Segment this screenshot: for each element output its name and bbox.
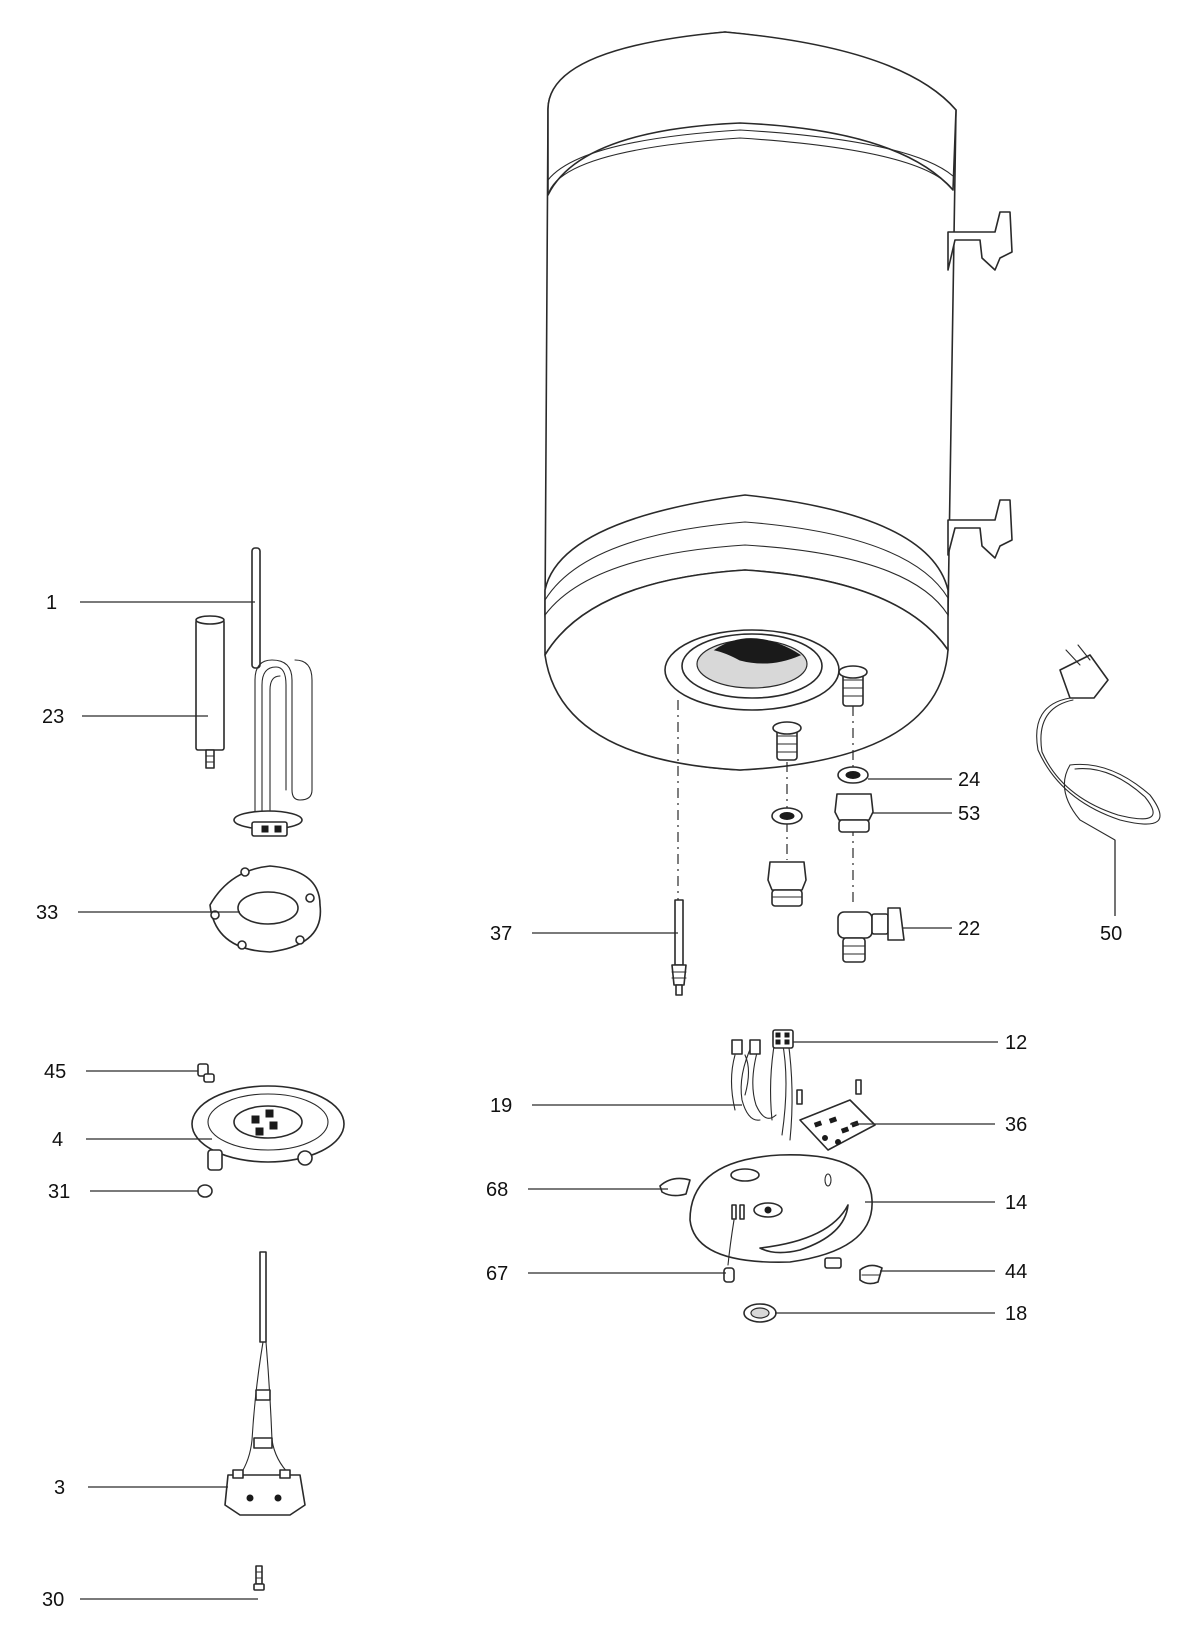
screws-36: [796, 1079, 862, 1105]
callout-68: 68: [486, 1179, 508, 1201]
lamp-67: [723, 1204, 745, 1283]
callout-44: 44: [1005, 1261, 1027, 1283]
nut-31: [197, 1184, 213, 1198]
anode-23: [195, 615, 225, 769]
tank-body: [544, 31, 1013, 771]
leader-lines: [78, 601, 1116, 1600]
nipple-left: [767, 861, 807, 907]
callout-67: 67: [486, 1263, 508, 1285]
callout-33: 33: [36, 902, 58, 924]
clip-68: [659, 1177, 691, 1197]
callout-19: 19: [490, 1095, 512, 1117]
grommet-18: [743, 1303, 777, 1323]
cable-clamp-44: [859, 1264, 883, 1285]
washer-left: [771, 807, 803, 825]
control-board-36: [799, 1099, 876, 1151]
thermostat-3: [224, 1251, 306, 1516]
screw-45: [197, 1063, 215, 1083]
anode-rod-37: [671, 899, 687, 996]
callout-4: 4: [52, 1129, 63, 1151]
inlet-pipe-left: [772, 721, 802, 761]
callout-31: 31: [48, 1181, 70, 1203]
callout-14: 14: [1005, 1192, 1027, 1214]
callout-37: 37: [490, 923, 512, 945]
screw-30: [253, 1565, 265, 1591]
fitting-53: [834, 793, 874, 833]
callout-36: 36: [1005, 1114, 1027, 1136]
gasket-33: [209, 865, 322, 953]
callout-53: 53: [958, 803, 980, 825]
callout-3: 3: [54, 1477, 65, 1499]
callout-50: 50: [1100, 923, 1122, 945]
callout-23: 23: [42, 706, 64, 728]
callout-45: 45: [44, 1061, 66, 1083]
callout-30: 30: [42, 1589, 64, 1611]
callout-18: 18: [1005, 1303, 1027, 1325]
flange-4: [191, 1085, 345, 1171]
callout-24: 24: [958, 769, 980, 791]
callout-1: 1: [46, 592, 57, 614]
safety-valve-22: [837, 907, 905, 963]
callout-22: 22: [958, 918, 980, 940]
cover-14: [689, 1154, 873, 1269]
washer-24: [837, 766, 869, 784]
heating-element-1: [233, 547, 313, 837]
callout-12: 12: [1005, 1032, 1027, 1054]
callout-labels: 1 23 33 45 4 31 3 30 37 24 53 22 50 12 1…: [36, 592, 1122, 1611]
wiring-harness-19: [730, 1039, 793, 1141]
power-cord-50: [1036, 644, 1161, 841]
outlet-pipe-right: [838, 665, 868, 707]
terminal-block-12: [772, 1029, 794, 1049]
